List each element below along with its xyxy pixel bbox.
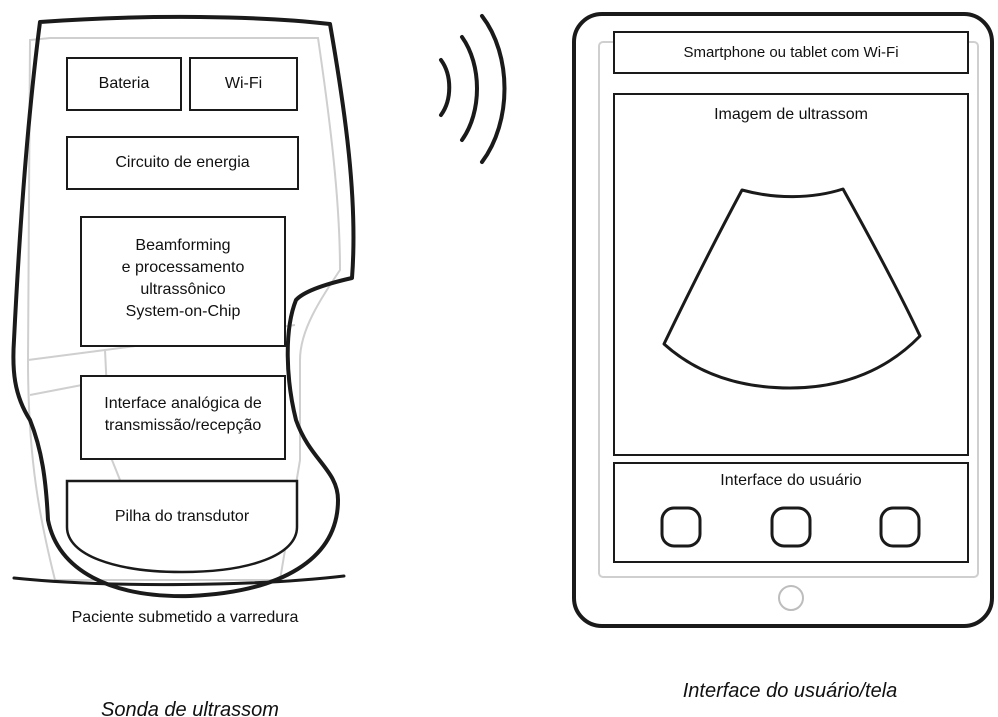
soc-label: Beamforming e processamento ultrassônico… bbox=[81, 235, 285, 323]
analog-label-line-1: Interface analógica de bbox=[104, 395, 262, 412]
transducer-label: Pilha do transdutor bbox=[114, 508, 250, 525]
patient-label: Paciente submetido a varredura bbox=[71, 609, 299, 626]
tablet-device bbox=[572, 12, 994, 628]
soc-label-line-4: System-on-Chip bbox=[125, 303, 241, 320]
ultrasound-sector-icon bbox=[662, 187, 922, 390]
ui-title-label: Interface do usuário bbox=[720, 472, 862, 489]
probe-inner-contour bbox=[26, 37, 342, 581]
ui-button-3-icon[interactable] bbox=[879, 506, 921, 548]
probe-inner-line-3 bbox=[29, 384, 83, 396]
device-header-label: Smartphone ou tablet com Wi-Fi bbox=[683, 43, 899, 61]
image-title-label: Imagem de ultrassom bbox=[714, 106, 868, 123]
soc-label-line-2: e processamento bbox=[121, 259, 245, 276]
ui-button-2-icon[interactable] bbox=[770, 506, 812, 548]
header-box bbox=[613, 31, 969, 74]
soc-label-line-1: Beamforming bbox=[135, 237, 231, 254]
analog-interface-box bbox=[80, 375, 286, 460]
soc-label-line-3: ultrassônico bbox=[140, 281, 226, 298]
patient-surface-line bbox=[12, 574, 346, 587]
wifi-label: Wi-Fi bbox=[224, 75, 263, 92]
probe-caption: Sonda de ultrassom bbox=[101, 699, 279, 717]
power-circuit-label: Circuito de energia bbox=[115, 154, 250, 171]
soc-box bbox=[80, 216, 286, 347]
battery-label: Bateria bbox=[98, 75, 150, 92]
analog-label-line-2: transmissão/recepção bbox=[104, 417, 262, 434]
battery-box bbox=[66, 57, 182, 111]
transducer-stack-shape bbox=[65, 479, 299, 574]
analog-interface-label: Interface analógica de transmissão/recep… bbox=[81, 393, 285, 437]
ui-button-1-icon[interactable] bbox=[660, 506, 702, 548]
power-circuit-box bbox=[66, 136, 299, 190]
device-caption: Interface do usuário/tela bbox=[682, 680, 898, 702]
home-button-icon[interactable] bbox=[778, 585, 804, 611]
probe-body-outline bbox=[11, 14, 356, 599]
ultrasound-probe bbox=[11, 14, 356, 599]
wifi-box bbox=[189, 57, 298, 111]
wireless-signal-icon bbox=[439, 14, 507, 164]
